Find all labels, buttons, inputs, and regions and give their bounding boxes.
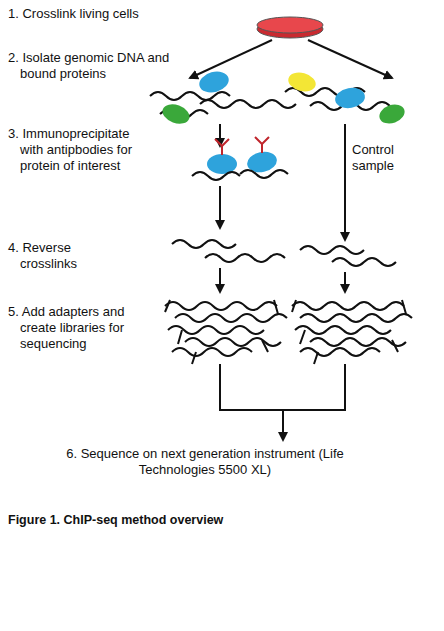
protein-blob — [197, 68, 231, 95]
step-label: 3. Immunoprecipitate with antipbodies fo… — [8, 126, 155, 174]
dna-strand — [192, 172, 240, 180]
dna-strand — [168, 326, 264, 334]
dna-strands — [172, 240, 396, 266]
dna-strand — [300, 314, 412, 322]
figure-caption: Figure 1. ChIP-seq method overview — [8, 512, 428, 528]
step-label: 1. Crosslink living cells — [8, 6, 258, 22]
dna-strand — [150, 92, 230, 100]
dna-strand — [310, 338, 406, 346]
step-label: 6. Sequence on next generation instrumen… — [55, 446, 355, 478]
step-label: Control sample — [352, 142, 412, 174]
protein-blob — [333, 86, 366, 111]
petri-dish-top — [257, 17, 323, 33]
flow-arrow — [219, 186, 221, 228]
library-fragments — [165, 300, 412, 364]
dna-strand — [205, 254, 285, 262]
flow-arrow — [190, 40, 272, 78]
step-label: 5. Add adapters and create libraries for… — [8, 304, 140, 352]
dna-strand — [172, 240, 236, 248]
dna-strand — [300, 246, 364, 254]
flow-arrow — [219, 268, 221, 292]
flow-arrow — [344, 124, 346, 240]
dna-strand — [185, 338, 281, 346]
merge-bracket — [220, 364, 345, 410]
dna-strand — [165, 302, 277, 310]
step-label: 2. Isolate genomic DNA and bound protein… — [8, 50, 170, 82]
adapter-ends — [165, 300, 278, 364]
dna-strands — [192, 170, 288, 180]
flow-arrow — [344, 272, 346, 292]
dna-strand — [300, 348, 380, 356]
dna-strand — [240, 170, 288, 178]
antibody-symbol — [255, 137, 269, 153]
protein-blob — [377, 101, 408, 127]
step-label: 4. Reverse crosslinks — [8, 240, 100, 272]
antibody-symbol — [215, 139, 229, 155]
dna-strand — [175, 314, 287, 322]
dna-strand — [292, 302, 404, 310]
dna-strand — [172, 348, 252, 356]
adapter-ends — [292, 300, 406, 364]
flow-arrow — [282, 410, 284, 440]
dna-strand — [332, 258, 396, 266]
flow-arrow — [308, 40, 392, 78]
antibody-symbols — [215, 137, 269, 155]
dna-strand — [200, 100, 296, 108]
protein-blob — [160, 101, 192, 127]
protein-blob — [286, 70, 318, 95]
dna-strand — [295, 326, 391, 334]
